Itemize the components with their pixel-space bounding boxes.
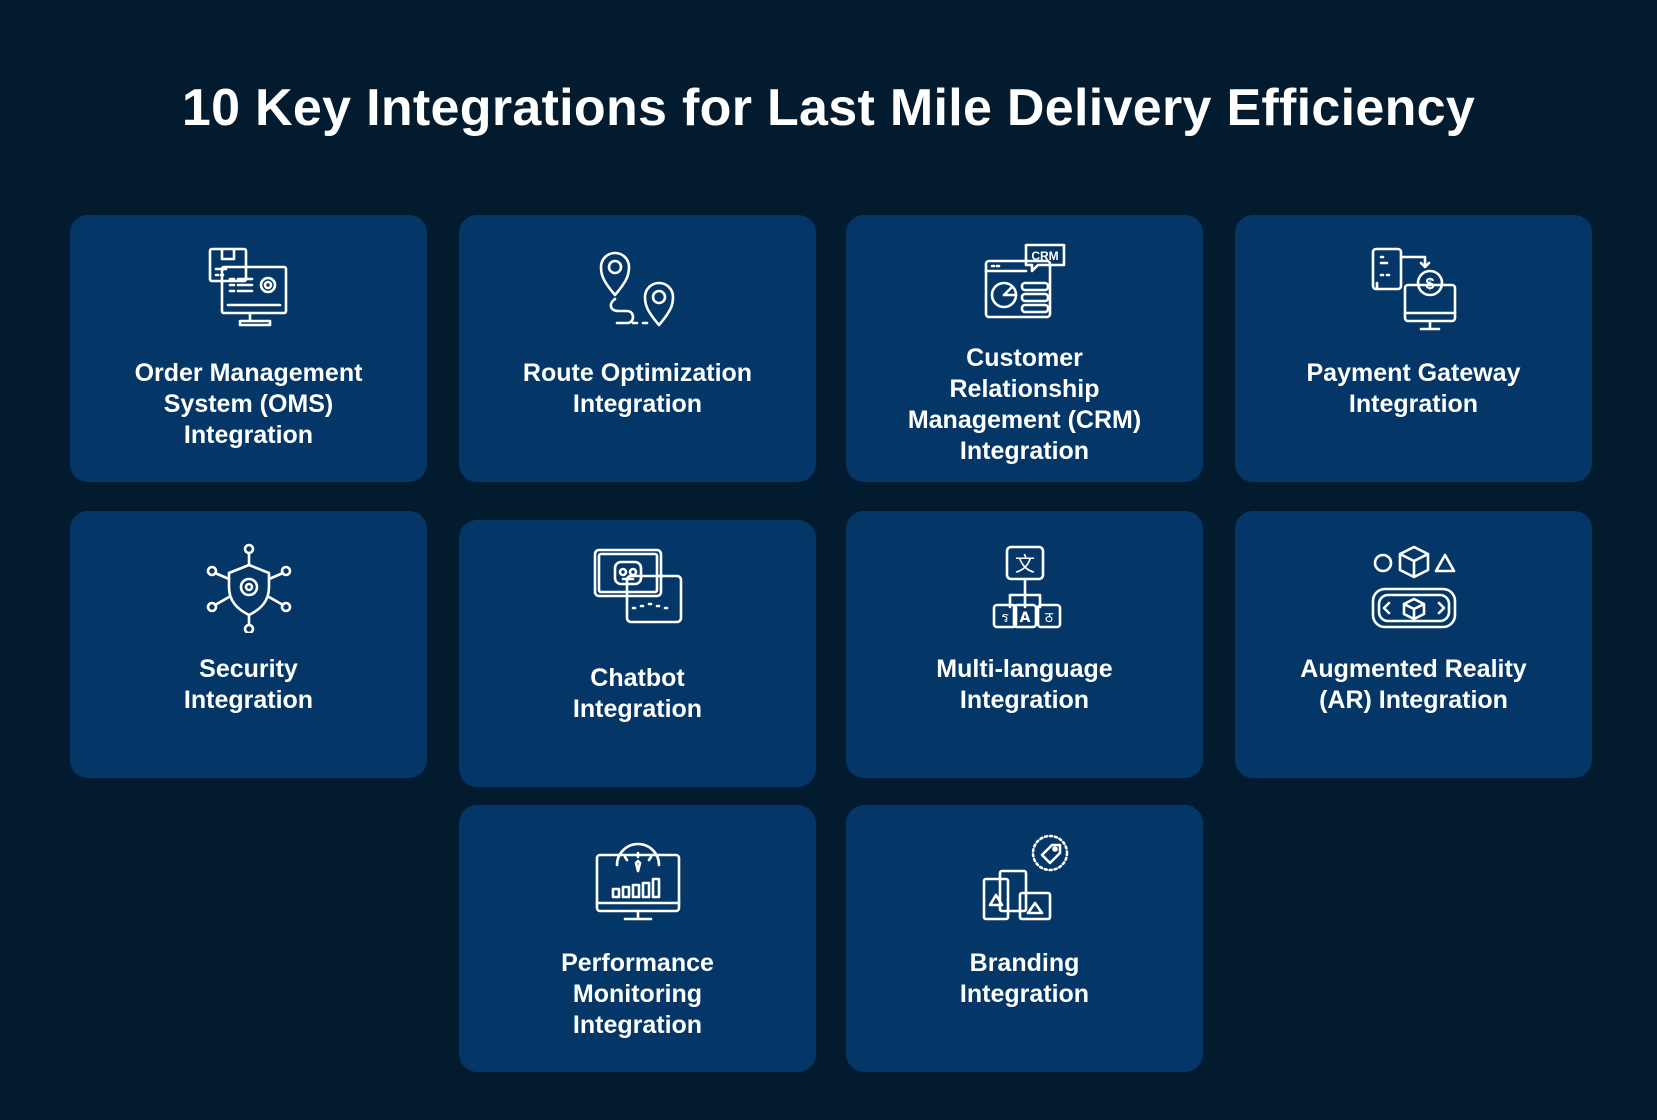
card-label-line: Customer xyxy=(966,344,1083,372)
svg-text:CRM: CRM xyxy=(1031,249,1058,263)
card-augmented-reality: Augmented Reality (AR) Integration xyxy=(1235,511,1592,778)
augmented-reality-icon xyxy=(1369,543,1459,633)
card-label-line: Chatbot xyxy=(590,664,685,692)
svg-text:A: A xyxy=(1019,610,1030,626)
svg-text:ठ: ठ xyxy=(1044,610,1053,626)
order-management-icon xyxy=(204,245,294,335)
card-label-line: System (OMS) xyxy=(163,390,334,418)
payment-gateway-icon: $ xyxy=(1369,245,1459,335)
chatbot-icon xyxy=(593,542,683,632)
svg-text:文: 文 xyxy=(1015,552,1035,576)
crm-icon: CRM xyxy=(980,239,1070,329)
card-label-line: Order Management xyxy=(134,359,363,387)
card-label-line: (AR) Integration xyxy=(1319,686,1508,714)
card-label-line: Integration xyxy=(959,686,1090,714)
card-label-line: Integration xyxy=(183,686,314,714)
card-label-line: Augmented Reality xyxy=(1300,655,1527,683)
card-label-line: Integration xyxy=(572,695,703,723)
card-label-line: Integration xyxy=(1348,390,1479,418)
card-label-line: Integration xyxy=(959,437,1090,465)
card-label-line: Integration xyxy=(572,1011,703,1039)
route-pins-icon xyxy=(593,245,683,335)
security-shield-icon xyxy=(204,543,294,635)
card-label-line: Multi-language xyxy=(936,655,1113,683)
card-label-line: Integration xyxy=(572,390,703,418)
page-title: 10 Key Integrations for Last Mile Delive… xyxy=(181,79,1476,137)
card-label-line: Performance xyxy=(561,949,714,977)
svg-text:ร: ร xyxy=(1001,610,1009,626)
branding-icon xyxy=(980,833,1070,923)
card-label-line: Route Optimization xyxy=(522,359,753,387)
card-label-line: Relationship xyxy=(949,375,1100,403)
card-label-line: Management (CRM) xyxy=(907,406,1142,434)
svg-text:$: $ xyxy=(1425,276,1434,293)
card-label-line: Integration xyxy=(183,421,314,449)
card-label-line: Payment Gateway xyxy=(1306,359,1521,387)
card-label-line: Branding xyxy=(969,949,1080,977)
card-label-line: Integration xyxy=(959,980,1090,1008)
card-label-line: Security xyxy=(199,655,298,683)
card-label-line: Monitoring xyxy=(572,980,703,1008)
performance-monitor-icon xyxy=(593,837,683,927)
